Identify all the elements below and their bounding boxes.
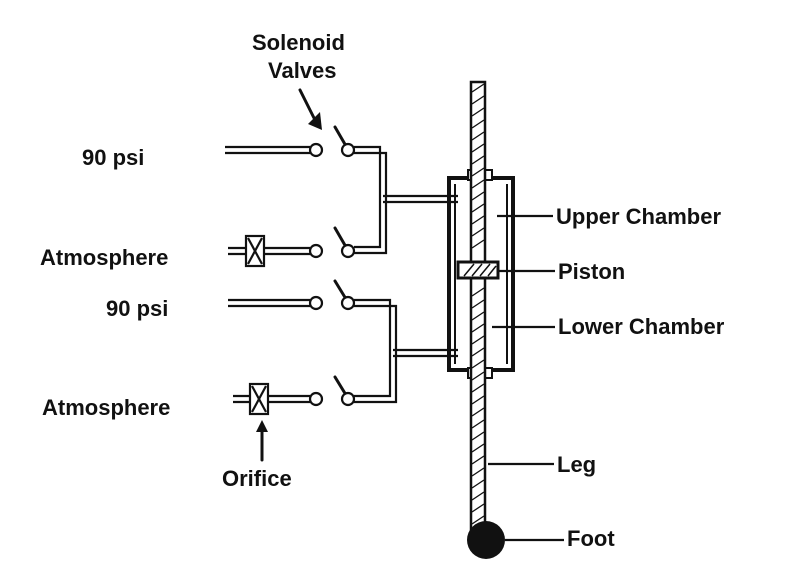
lower-manifold — [354, 298, 458, 404]
solenoid-arrow-icon — [298, 88, 322, 130]
orifice-arrow-icon — [256, 420, 268, 462]
solenoid-label-line2: Valves — [268, 58, 337, 83]
lower-pressure-line — [228, 295, 324, 311]
foot — [467, 521, 505, 559]
upper-manifold — [354, 145, 458, 255]
upper-pressure-line — [225, 142, 324, 158]
psi-upper-label: 90 psi — [82, 145, 144, 170]
leader-lines — [488, 214, 564, 542]
upper-chamber-label: Upper Chamber — [556, 204, 721, 229]
upper-vent-solenoid-valve-icon — [333, 226, 356, 259]
atmosphere-upper-label: Atmosphere — [40, 245, 168, 270]
upper-supply-solenoid-valve-icon — [333, 125, 356, 158]
psi-lower-label: 90 psi — [106, 296, 168, 321]
lower-chamber-label: Lower Chamber — [558, 314, 725, 339]
lower-vent-line — [233, 382, 324, 416]
leg-label: Leg — [557, 452, 596, 477]
piston-label: Piston — [558, 259, 625, 284]
lower-supply-solenoid-valve-icon — [333, 279, 356, 311]
foot-label: Foot — [567, 526, 615, 551]
piston — [456, 260, 500, 280]
upper-vent-line — [228, 234, 324, 268]
solenoid-label-line1: Solenoid — [252, 30, 345, 55]
orifice-label: Orifice — [222, 466, 292, 491]
atmosphere-lower-label: Atmosphere — [42, 395, 170, 420]
leg-rod — [469, 80, 487, 534]
lower-vent-solenoid-valve-icon — [333, 375, 356, 407]
